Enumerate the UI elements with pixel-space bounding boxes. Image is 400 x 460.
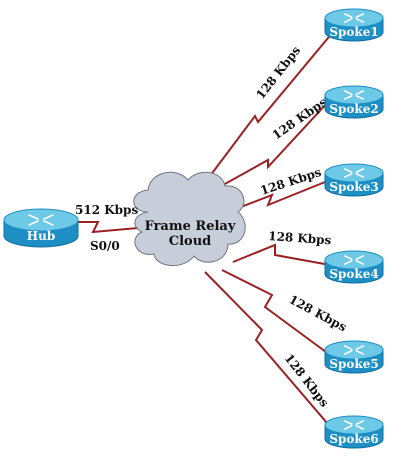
- spoke2-router: Spoke2: [324, 85, 384, 119]
- spoke6-bandwidth-label: 128 Kbps: [282, 351, 332, 410]
- spoke4-router-label: Spoke4: [329, 267, 378, 281]
- router-icon: [324, 85, 384, 119]
- spoke5-router-label: Spoke5: [329, 357, 378, 371]
- spoke6-router-label: Spoke6: [329, 432, 378, 446]
- spoke4-bandwidth-label: 128 Kbps: [268, 229, 332, 247]
- spoke5-link: [221, 269, 331, 356]
- spoke1-bandwidth-label: 128 Kbps: [253, 43, 303, 102]
- spoke2-bandwidth-label: 128 Kbps: [270, 95, 330, 143]
- spoke1-link: [197, 31, 334, 193]
- router-icon: [324, 250, 384, 284]
- router-icon: [324, 163, 384, 197]
- spoke1-router-label: Spoke1: [329, 25, 378, 39]
- router-icon: [324, 415, 384, 449]
- cloud-label-line2: Cloud: [169, 234, 212, 249]
- spoke5-bandwidth-label: 128 Kbps: [287, 292, 350, 334]
- spoke3-link: [224, 179, 331, 214]
- cloud-label-line1: Frame Relay: [145, 219, 236, 234]
- hub-interface-label: S0/0: [90, 239, 120, 253]
- frame-relay-cloud: Frame Relay Cloud: [133, 171, 246, 266]
- spoke4-router: Spoke4: [324, 250, 384, 284]
- spoke6-router: Spoke6: [324, 415, 384, 449]
- router-icon: [3, 208, 79, 248]
- router-icon: [324, 340, 384, 374]
- spoke3-bandwidth-label: 128 Kbps: [259, 165, 324, 198]
- spoke6-link: [204, 271, 334, 431]
- spoke2-router-label: Spoke2: [329, 102, 378, 116]
- spoke5-router: Spoke5: [324, 340, 384, 374]
- hub-bandwidth-label: 512 Kbps: [75, 203, 138, 217]
- spoke3-router-label: Spoke3: [329, 180, 378, 194]
- hub-link: [78, 221, 139, 234]
- spoke2-link: [204, 101, 329, 196]
- cloud-icon: [133, 171, 246, 266]
- links-layer: [78, 31, 334, 431]
- router-icon: [324, 8, 384, 42]
- spoke1-router: Spoke1: [324, 8, 384, 42]
- spoke4-link: [232, 243, 331, 266]
- hub-router-label: Hub: [27, 229, 55, 243]
- hub-router: Hub: [3, 208, 79, 248]
- spoke3-router: Spoke3: [324, 163, 384, 197]
